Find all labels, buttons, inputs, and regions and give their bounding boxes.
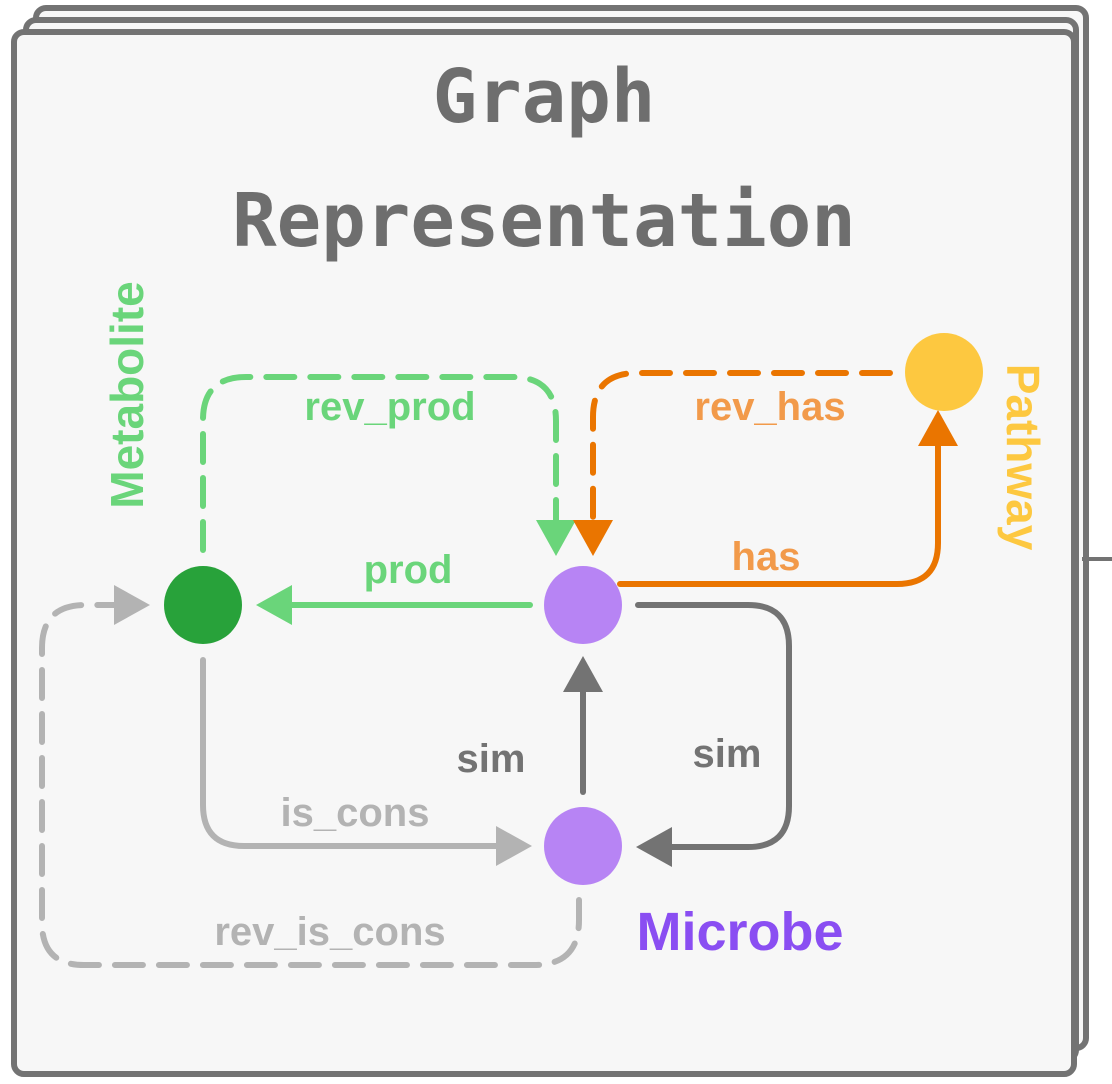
edge-is-cons-label: is_cons <box>281 791 430 835</box>
edge-prod-label: prod <box>364 548 453 592</box>
edge-rev-has-line <box>590 370 893 525</box>
edge-sim-loop-arrowhead <box>636 827 672 867</box>
edge-prod-arrowhead <box>256 585 292 625</box>
edge-sim-up-arrowhead <box>563 656 603 692</box>
edge-rev-has-arrowhead <box>573 520 613 556</box>
node-metabolite <box>164 566 242 644</box>
diagram-title-line2: Representation <box>232 178 856 264</box>
edge-rev-is-cons: rev_is_cons <box>39 585 582 968</box>
node-label-pathway: Pathway <box>997 364 1049 551</box>
edge-has-label: has <box>732 535 801 579</box>
node-microbe-bottom <box>544 807 622 885</box>
edge-is-cons-line <box>200 657 503 849</box>
edge-rev-is-cons-line <box>39 602 582 968</box>
edge-sim-up-label: sim <box>457 737 526 781</box>
edge-rev-has-label: rev_has <box>694 385 845 429</box>
edge-rev-is-cons-label: rev_is_cons <box>214 910 445 954</box>
edge-sim-loop-line <box>635 602 792 850</box>
edge-sim-up: sim <box>457 656 603 795</box>
node-microbe-top <box>544 566 622 644</box>
node-label-metabolite: Metabolite <box>101 281 153 508</box>
edge-sim-loop-label: sim <box>693 732 762 776</box>
node-label-microbe: Microbe <box>636 902 843 962</box>
edge-rev-is-cons-arrowhead <box>114 585 150 625</box>
edge-is-cons: is_cons <box>200 657 532 866</box>
edge-is-cons-arrowhead <box>496 826 532 866</box>
edge-has: has <box>617 410 958 587</box>
edge-rev-prod: rev_prod <box>200 374 576 556</box>
edge-sim-loop: sim <box>635 602 792 867</box>
diagram-title-line1: Graph <box>433 54 656 140</box>
edge-has-line <box>617 443 941 587</box>
edge-rev-prod-arrowhead <box>536 520 576 556</box>
node-pathway <box>905 333 983 411</box>
card-front <box>11 29 1077 1077</box>
edge-rev-prod-label: rev_prod <box>304 385 475 429</box>
edge-rev-has: rev_has <box>573 370 893 556</box>
edge-prod: prod <box>256 548 533 625</box>
edge-has-arrowhead <box>918 410 958 446</box>
edge-rev-prod-line <box>200 374 559 553</box>
